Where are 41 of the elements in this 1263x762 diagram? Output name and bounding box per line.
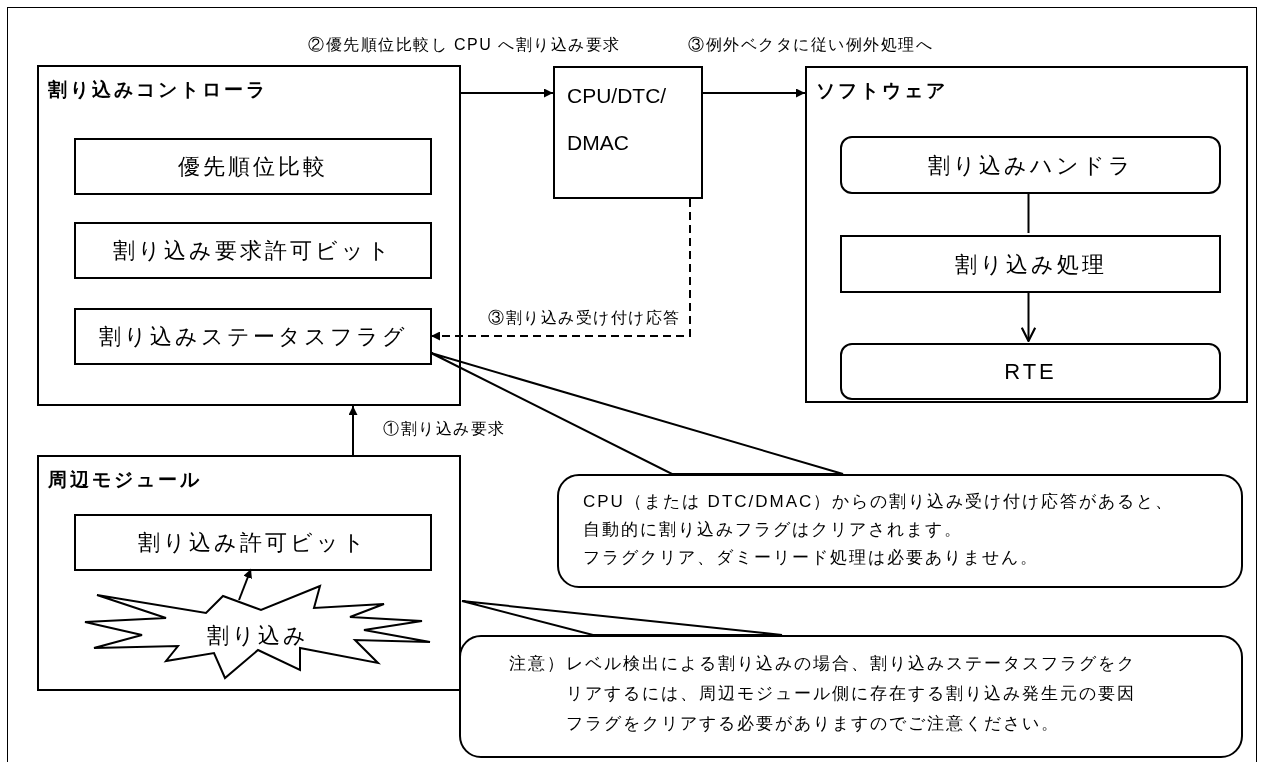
group-heading: 割り込みコントローラ: [48, 78, 268, 102]
box-label: 優先順位比較: [178, 153, 328, 181]
note-text: レベル検出による割り込みの場合、割り込みステータスフラグをクリアするには、周辺モジュール側に存在する割り込み発生元の要因フラグをクリアする必要がありますのでご注意ください。: [566, 653, 1137, 735]
callout-text: CPU（または DTC/DMAC）からの割り込み受け付け応答があると、自動的に割り込みフラグはクリアされます。: [583, 491, 1175, 541]
box-label: RTE: [1004, 358, 1057, 386]
speech-callout: [557, 474, 1243, 588]
box-label: 割り込みステータスフラグ: [98, 323, 408, 351]
process-box: [840, 235, 1221, 293]
burst-label: 割り込み: [207, 621, 309, 650]
arrow: [1020, 290, 1037, 343]
rounded-process-box: [840, 136, 1221, 194]
arrow: [238, 568, 252, 601]
processor-box: [553, 66, 703, 199]
note-label: 注意）: [509, 653, 566, 675]
arrow: [702, 88, 806, 98]
arrow: [460, 88, 554, 98]
group-frame: [805, 66, 1248, 403]
arrow: [348, 405, 358, 456]
group-frame: [37, 455, 461, 691]
process-box: [74, 308, 432, 365]
group-heading: 周辺モジュール: [48, 468, 202, 492]
box-label: 割り込み許可ビット: [138, 529, 368, 557]
group-heading: ソフトウェア: [816, 79, 948, 103]
box-label: CPU/DTC/ DMAC: [567, 83, 668, 156]
box-label: 割り込みハンドラ: [927, 151, 1134, 180]
process-box: [74, 514, 432, 571]
group-frame: [37, 65, 461, 406]
process-box: [74, 138, 432, 195]
edge-label: ③割り込み受け付け応答: [488, 308, 681, 328]
rounded-process-box: [840, 343, 1221, 400]
connector-line: [1027, 191, 1030, 234]
callout-pointer: [461, 600, 783, 636]
callout-text: フラグクリア、ダミーリード処理は必要ありません。: [583, 547, 1040, 569]
box-label: 割り込み処理: [954, 250, 1107, 279]
process-box: [74, 222, 432, 279]
edge-label: ②優先順位比較し CPU へ割り込み要求: [308, 35, 621, 55]
callout-pointer: [430, 352, 844, 475]
box-label: 割り込み要求許可ビット: [113, 237, 393, 265]
dashed-arrow: [430, 198, 691, 341]
edge-label: ①割り込み要求: [383, 419, 506, 439]
edge-label: ③例外ベクタに従い例外処理へ: [688, 35, 933, 55]
